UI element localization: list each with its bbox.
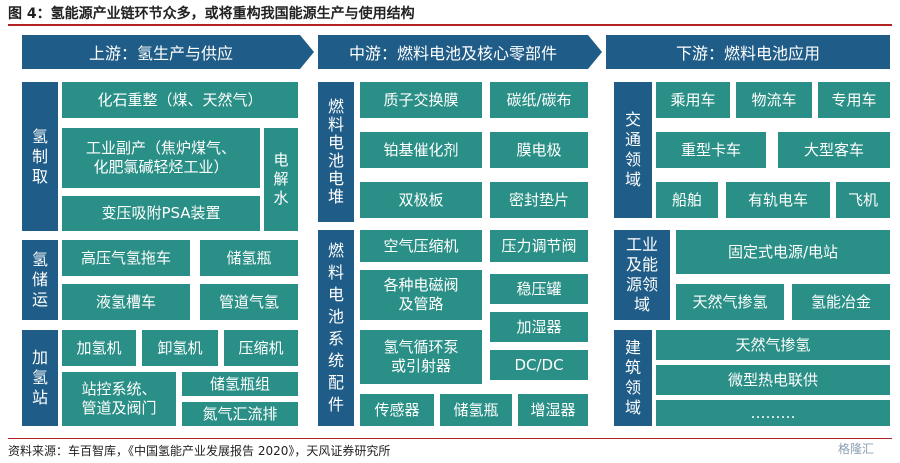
node-mea: 膜电极 bbox=[490, 132, 588, 168]
category-hydrogen-production: 氢 制 取 bbox=[22, 82, 58, 231]
node-compressor: 压缩机 bbox=[224, 330, 298, 366]
category-fuel-cell-system: 燃 料 电 池 系 统 配 件 bbox=[318, 230, 354, 426]
header-midstream: 中游：燃料电池及核心零部件 bbox=[318, 35, 588, 69]
header-upstream: 上游：氢生产与供应 bbox=[22, 35, 300, 69]
node-platinum-catalyst: 铂基催化剂 bbox=[360, 132, 482, 168]
node-passenger-car: 乘用车 bbox=[656, 82, 730, 118]
node-pem: 质子交换膜 bbox=[360, 82, 482, 118]
node-bipolar-plate: 双极板 bbox=[360, 182, 482, 218]
category-industry-energy: 工业 及能 源领 域 bbox=[614, 230, 670, 320]
node-station-control: 站控系统、 管道及阀门 bbox=[62, 372, 176, 426]
node-more: ……… bbox=[656, 400, 890, 426]
category-hydrogen-storage: 氢 储 运 bbox=[22, 240, 58, 320]
category-refueling-station: 加 氢 站 bbox=[22, 330, 58, 426]
node-carbon-paper: 碳纸/碳布 bbox=[490, 82, 588, 118]
node-cylinder-group: 储氢瓶组 bbox=[182, 372, 298, 396]
node-dispenser: 加氢机 bbox=[62, 330, 136, 366]
node-liquid-tanker: 液氢槽车 bbox=[62, 284, 190, 320]
node-gas-blending-building: 天然气掺氢 bbox=[656, 330, 890, 360]
arrow-icon bbox=[588, 35, 602, 69]
node-logistics-vehicle: 物流车 bbox=[736, 82, 812, 118]
node-humidifier-2: 增湿器 bbox=[518, 394, 588, 426]
category-building: 建 筑 领 域 bbox=[614, 330, 652, 426]
node-gas-blending: 天然气掺氢 bbox=[676, 284, 784, 320]
node-electrolysis: 电 解 水 bbox=[264, 128, 298, 231]
node-heavy-truck: 重型卡车 bbox=[656, 132, 766, 168]
node-tram: 有轨电车 bbox=[726, 182, 830, 218]
node-nitrogen-manifold: 氮气汇流排 bbox=[182, 402, 298, 426]
node-pressure-regulator: 压力调节阀 bbox=[490, 230, 588, 262]
node-humidifier: 加湿器 bbox=[490, 312, 588, 342]
header-downstream: 下游：燃料电池应用 bbox=[606, 35, 890, 69]
node-stationary-power: 固定式电源/电站 bbox=[676, 230, 890, 274]
node-high-pressure-trailer: 高压气氢拖车 bbox=[62, 240, 190, 276]
node-aircraft: 飞机 bbox=[836, 182, 890, 218]
node-gasket: 密封垫片 bbox=[490, 182, 588, 218]
node-ship: 船舶 bbox=[656, 182, 718, 218]
node-solenoid-valves: 各种电磁阀 及管路 bbox=[360, 270, 482, 320]
node-industrial-byproduct: 工业副产（焦炉煤气、 化肥氯碱轻烃工业） bbox=[62, 128, 260, 188]
node-surge-tank: 稳压罐 bbox=[490, 274, 588, 304]
title-rule bbox=[8, 24, 892, 26]
node-special-vehicle: 专用车 bbox=[818, 82, 890, 118]
node-pipeline-hydrogen: 管道气氢 bbox=[200, 284, 298, 320]
node-storage-cylinder: 储氢瓶 bbox=[440, 394, 512, 426]
node-psa-device: 变压吸附PSA装置 bbox=[62, 196, 260, 231]
footer-rule bbox=[8, 438, 892, 439]
node-hydrogen-cylinder: 储氢瓶 bbox=[200, 240, 298, 276]
node-sensor: 传感器 bbox=[360, 394, 434, 426]
node-hydrogen-metallurgy: 氢能冶金 bbox=[792, 284, 890, 320]
category-fuel-cell-stack: 燃 料 电 池 电 堆 bbox=[318, 82, 354, 222]
node-large-bus: 大型客车 bbox=[778, 132, 890, 168]
node-unloader: 卸氢机 bbox=[142, 330, 218, 366]
node-micro-chp: 微型热电联供 bbox=[656, 365, 890, 395]
watermark-logo: 格隆汇 bbox=[838, 442, 875, 456]
node-dcdc: DC/DC bbox=[490, 350, 588, 380]
source-note: 资料来源：车百智库，《中国氢能产业发展报告 2020》，天风证券研究所 bbox=[8, 444, 391, 458]
figure-title: 图 4：氢能源产业链环节众多，或将重构我国能源生产与使用结构 bbox=[8, 6, 415, 22]
category-transport: 交 通 领 域 bbox=[614, 82, 652, 218]
arrow-icon bbox=[300, 35, 314, 69]
node-fossil-reforming: 化石重整（煤、天然气） bbox=[62, 82, 298, 118]
node-recirculation-pump: 氢气循环泵 或引射器 bbox=[360, 330, 482, 384]
node-air-compressor: 空气压缩机 bbox=[360, 230, 482, 262]
